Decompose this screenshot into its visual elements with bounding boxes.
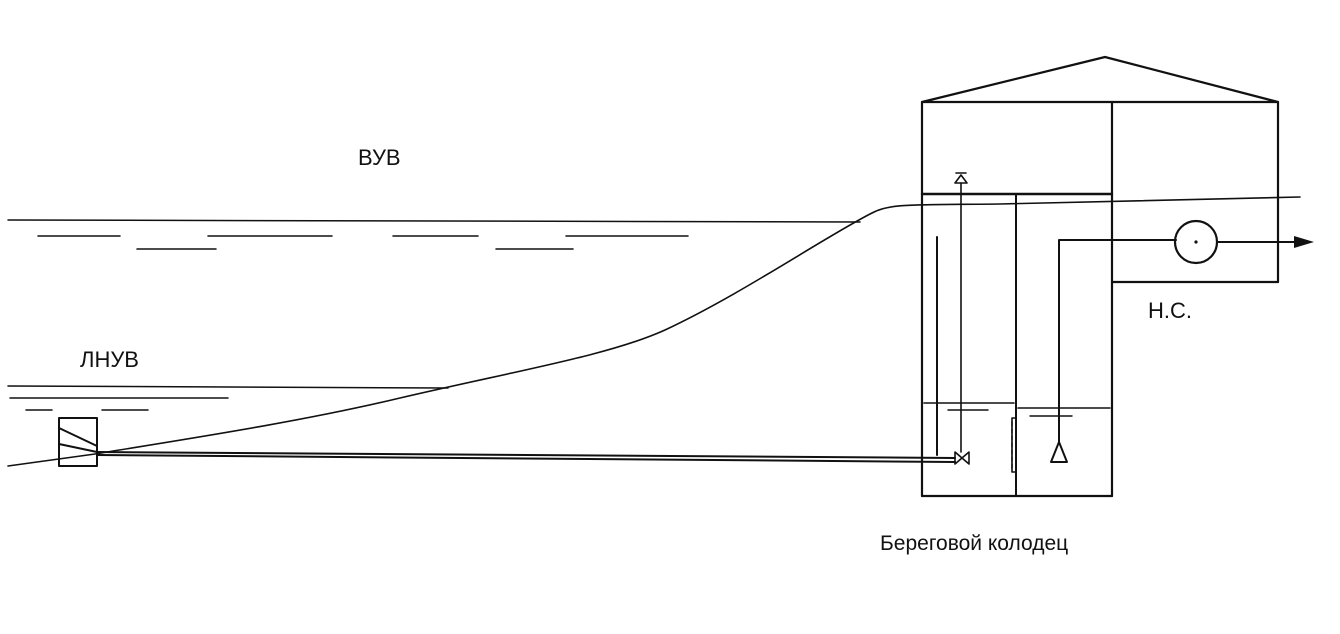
high-water-level (7, 219, 861, 250)
intake-head (58, 417, 98, 467)
flow-arrow-icon (1294, 236, 1314, 248)
well-water-levels (923, 402, 1111, 417)
pump-icon (1173, 219, 1219, 265)
building-roof (920, 55, 1280, 104)
high-water-label: ВУВ (358, 145, 401, 170)
low-water-label: ЛНУВ (80, 347, 139, 372)
gravity-pipeline (96, 451, 970, 465)
high-water-ripples (37, 235, 689, 250)
shore-well-building (920, 55, 1314, 498)
intake-head-grille (58, 427, 98, 453)
screen-icon (1011, 417, 1017, 473)
valve-icon (954, 451, 970, 465)
suction-pipe (1058, 239, 1177, 444)
intake-head-box (58, 417, 98, 467)
valve-handwheel-icon (954, 174, 968, 184)
low-water-level (7, 385, 449, 411)
pump-station-label: Н.С. (1148, 298, 1192, 323)
suction-bell-icon (1050, 441, 1068, 463)
shore-well-label: Береговой колодец (880, 532, 1068, 555)
low-water-ripples (9, 397, 229, 411)
gravity-pipe-upper (96, 451, 956, 459)
river-bed-profile (7, 196, 1301, 467)
low-water-line (7, 385, 449, 389)
high-water-line (7, 219, 861, 223)
gravity-pipe-lower (96, 454, 956, 463)
valve-rod (954, 172, 968, 453)
